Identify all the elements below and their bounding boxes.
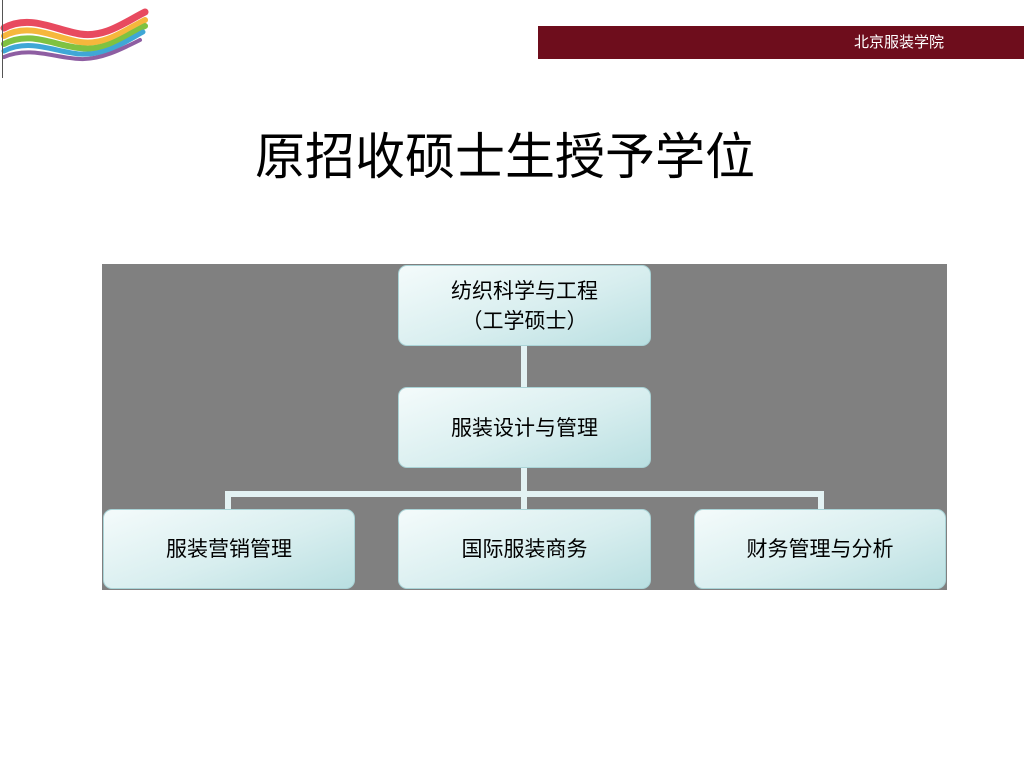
org-chart-panel: 纺织科学与工程 （工学硕士） 服装设计与管理 服装营销管理 国际服装商务 财务管… [102,264,947,590]
institution-name: 北京服装学院 [853,33,944,51]
node-leaf-label: 服装营销管理 [166,537,292,561]
node-leaf-center: 国际服装商务 [398,509,651,589]
rainbow-wave-logo-icon [0,8,149,62]
node-leaf-right: 财务管理与分析 [694,509,946,589]
org-chart-connectors [225,346,824,510]
page-title: 原招收硕士生授予学位 [255,128,755,186]
node-leaf-label: 国际服装商务 [461,537,588,561]
node-middle: 服装设计与管理 [398,387,651,468]
header-bar: 北京服装学院 [538,26,1024,59]
node-root-line2: （工学硕士） [461,308,588,333]
node-leaf-label: 财务管理与分析 [746,537,894,561]
node-middle-label: 服装设计与管理 [451,415,598,440]
node-root: 纺织科学与工程 （工学硕士） [398,265,651,346]
logo-divider [2,0,3,78]
node-root-line1: 纺织科学与工程 [451,278,598,303]
node-leaf-left: 服装营销管理 [103,509,355,589]
